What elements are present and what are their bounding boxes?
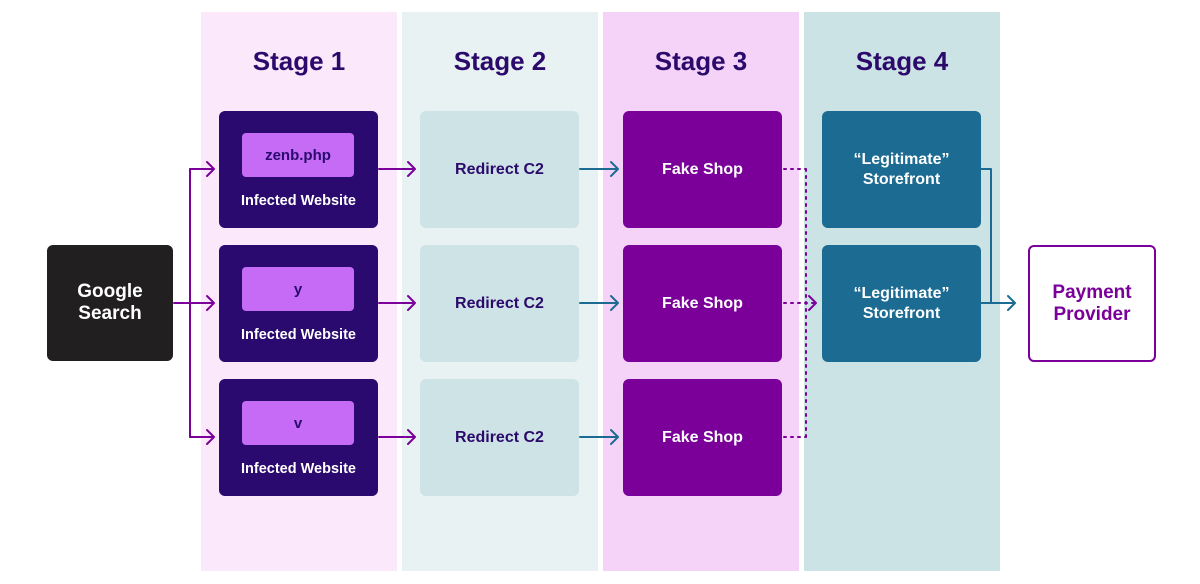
redirect-c2-1-label: Redirect C2: [455, 160, 544, 178]
connector-redirect-1-to-shop: [579, 161, 619, 177]
connector-redirect-2-to-shop: [579, 295, 619, 311]
payment-provider-node: Payment Provider: [1028, 245, 1156, 362]
stage-2-title: Stage 2: [453, 46, 547, 76]
infected-file-3: v: [242, 401, 354, 445]
connector-google-to-infected-1: [189, 161, 215, 177]
fake-shop-2: Fake Shop: [623, 245, 782, 362]
stage-3-title: Stage 3: [654, 46, 748, 76]
infected-website-3: v Infected Website: [219, 379, 378, 496]
connector-storefront-to-payment: [980, 168, 1016, 311]
fake-shop-1-label: Fake Shop: [662, 160, 743, 178]
redirect-c2-3: Redirect C2: [420, 379, 579, 496]
connector-infected-2-to-redirect: [378, 295, 416, 311]
storefront-2-label: “Legitimate” Storefront: [853, 284, 950, 322]
infected-file-1: zenb.php: [242, 133, 354, 177]
storefront-1-label: “Legitimate” Storefront: [853, 150, 950, 188]
connector-google-trunk: [173, 168, 191, 438]
stage-4-title: Stage 4: [855, 46, 949, 76]
fake-shop-1: Fake Shop: [623, 111, 782, 228]
connector-infected-3-to-redirect: [378, 429, 416, 445]
infected-website-1: zenb.php Infected Website: [219, 111, 378, 228]
google-search-node: Google Search: [47, 245, 173, 361]
redirect-c2-3-label: Redirect C2: [455, 428, 544, 446]
redirect-c2-1: Redirect C2: [420, 111, 579, 228]
google-search-label: Google Search: [77, 281, 143, 324]
infected-label-1: Infected Website: [241, 193, 356, 209]
infected-website-2: y Infected Website: [219, 245, 378, 362]
fake-shop-2-label: Fake Shop: [662, 294, 743, 312]
connector-infected-1-to-redirect: [378, 161, 416, 177]
connector-google-to-infected-3: [189, 429, 215, 445]
redirect-c2-2-label: Redirect C2: [455, 294, 544, 312]
fake-shop-3: Fake Shop: [623, 379, 782, 496]
connector-shops-arrowhead: [808, 295, 817, 311]
payment-provider-label: Payment Provider: [1052, 281, 1132, 325]
connector-shops-dotted: [783, 168, 817, 438]
infected-file-2: y: [242, 267, 354, 311]
stage-1-title: Stage 1: [252, 46, 346, 76]
infected-label-2: Infected Website: [241, 327, 356, 343]
legitimate-storefront-1: “Legitimate” Storefront: [822, 111, 981, 228]
connector-google-to-infected-2: [189, 295, 215, 311]
redirect-c2-2: Redirect C2: [420, 245, 579, 362]
fake-shop-3-label: Fake Shop: [662, 428, 743, 446]
legitimate-storefront-2: “Legitimate” Storefront: [822, 245, 981, 362]
connector-redirect-3-to-shop: [579, 429, 619, 445]
infected-label-3: Infected Website: [241, 461, 356, 477]
